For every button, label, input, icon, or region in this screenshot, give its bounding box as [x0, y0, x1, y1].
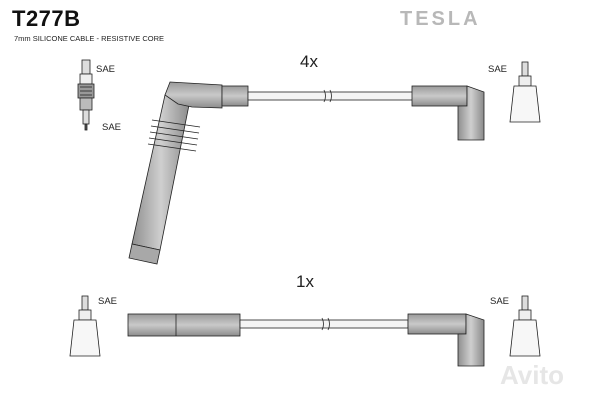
long-boot-head	[164, 81, 223, 109]
cable-description: 7mm SILICONE CABLE - RESISTIVE CORE	[14, 34, 165, 43]
cable-set-1	[128, 81, 485, 265]
cable-2-quantity: 1x	[296, 272, 314, 291]
cable-2-end-left-label: SAE	[98, 296, 118, 307]
cable-1-quantity: 4x	[300, 52, 318, 71]
cable-set-2	[127, 313, 485, 367]
cable-1-end-left-label: SAE	[96, 64, 116, 75]
plug-terminal-icon	[69, 295, 101, 357]
cable-2-end-right-label: SAE	[490, 296, 510, 307]
spark-plug-icon	[77, 59, 95, 131]
part-number: T277B	[12, 6, 81, 31]
long-boot-shaft	[131, 94, 191, 251]
plug-terminal-icon	[509, 295, 541, 357]
short-boot-left	[127, 313, 241, 337]
cable-1-end-right-label: SAE	[488, 64, 508, 75]
brand-logo: TESLA	[400, 8, 481, 30]
boot-ribs	[147, 119, 201, 152]
long-boot-label: SAE	[102, 122, 122, 133]
cable-2	[239, 319, 409, 329]
plug-terminal-icon	[509, 61, 541, 123]
watermark: Avito	[500, 360, 565, 390]
